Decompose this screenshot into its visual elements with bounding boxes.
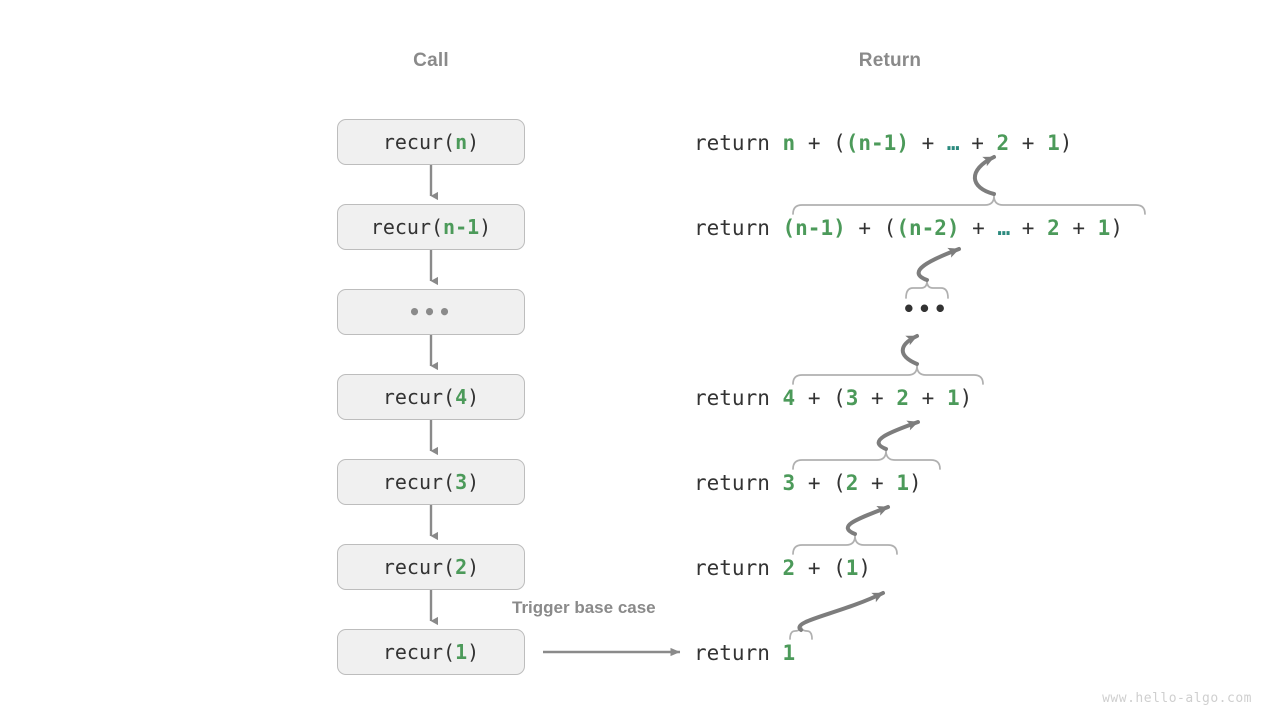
- flow-arrow-4-to-dots: [900, 334, 919, 366]
- call-box-label: recur(3): [382, 470, 480, 494]
- ellipsis-dots: •••: [408, 300, 454, 324]
- return-line-n-1: return (n-1) + ((n-2) + … + 2 + 1): [694, 216, 1123, 240]
- flow-arrow-2-to-3: [845, 505, 890, 536]
- call-box-recur-4[interactable]: recur(4): [337, 374, 525, 420]
- call-box-label: recur(n): [382, 130, 480, 154]
- column-header-return: Return: [858, 50, 922, 71]
- call-box-ellipsis[interactable]: •••: [337, 289, 525, 335]
- return-line-2: return 2 + (1): [694, 556, 872, 580]
- flow-arrow-3-to-4: [876, 420, 920, 451]
- call-box-recur-1[interactable]: recur(1): [337, 629, 525, 675]
- call-box-label: recur(n-1): [370, 215, 492, 239]
- column-header-call: Call: [413, 50, 449, 71]
- flow-arrow-n-1-to-n: [972, 155, 996, 196]
- brace-return-1: [789, 624, 813, 640]
- brace-return-4: [792, 365, 984, 385]
- return-line-3: return 3 + (2 + 1): [694, 471, 922, 495]
- trigger-base-case-label: Trigger base case: [512, 598, 656, 617]
- watermark: www.hello-algo.com: [1102, 691, 1252, 706]
- return-line-1: return 1: [694, 641, 796, 665]
- call-box-recur-n-1[interactable]: recur(n-1): [337, 204, 525, 250]
- call-box-recur-n[interactable]: recur(n): [337, 119, 525, 165]
- call-box-label: recur(1): [382, 640, 480, 664]
- brace-return-3: [792, 450, 941, 470]
- brace-return-n-1: [792, 195, 1146, 215]
- return-line-4: return 4 + (3 + 2 + 1): [694, 386, 973, 410]
- call-box-recur-2[interactable]: recur(2): [337, 544, 525, 590]
- return-line-n: return n + ((n-1) + … + 2 + 1): [694, 131, 1073, 155]
- brace-return-2: [792, 535, 898, 555]
- call-box-label: recur(4): [382, 385, 480, 409]
- return-ellipsis-dots: •••: [902, 297, 950, 321]
- flow-arrow-1-to-2: [797, 591, 885, 632]
- brace-return-ellipsis: [905, 280, 949, 299]
- flow-arrow-dots-to-n-1: [916, 247, 961, 282]
- call-box-label: recur(2): [382, 555, 480, 579]
- call-box-recur-3[interactable]: recur(3): [337, 459, 525, 505]
